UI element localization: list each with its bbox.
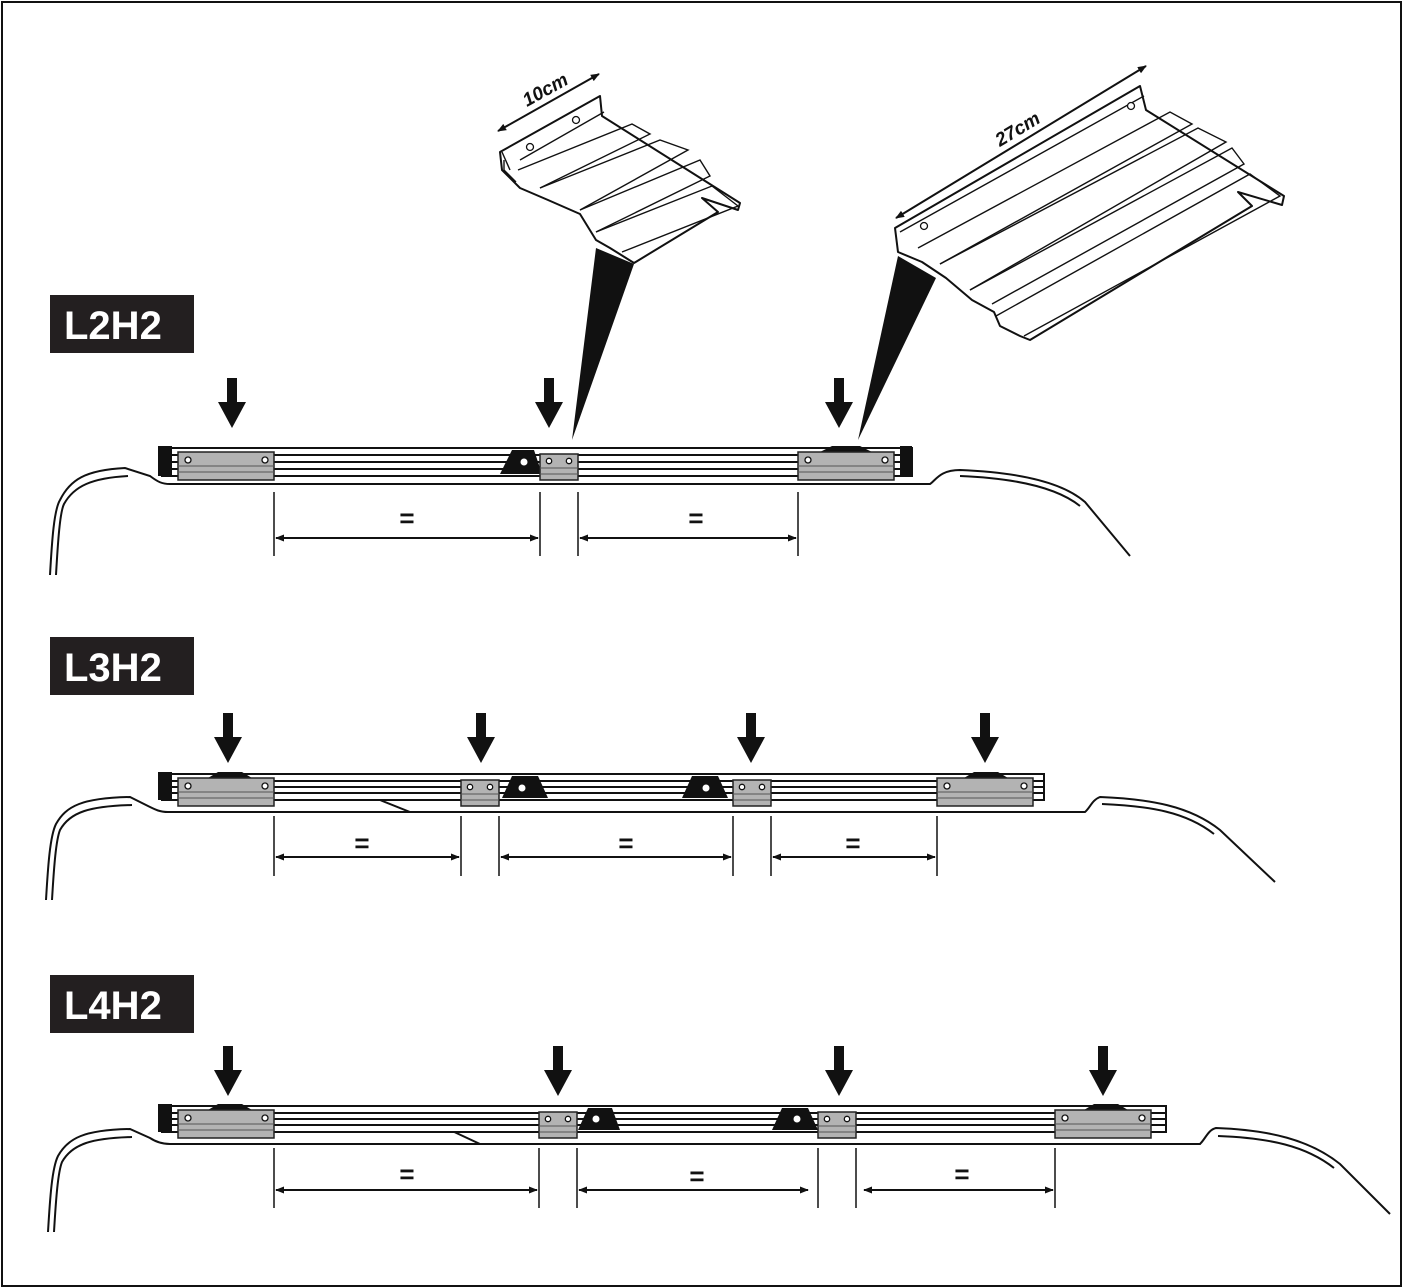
load-point-arrow [737, 713, 765, 763]
spacing-label: = [354, 828, 369, 858]
support-pad-small [538, 1111, 578, 1139]
load-point-arrow [1089, 1046, 1117, 1096]
support-pad-large [177, 1104, 275, 1139]
support-pad-large [1054, 1104, 1152, 1139]
load-point-arrow [467, 713, 495, 763]
small-profile-detail: 10cm [497, 69, 741, 264]
panel-label: L4H2 [64, 984, 162, 1028]
small-profile-pointer [572, 248, 634, 440]
support-pad-small [732, 779, 772, 807]
load-point-arrow [535, 378, 563, 428]
panel-label-box [50, 975, 194, 1033]
load-point-arrow [544, 1046, 572, 1096]
van-roof-outline [49, 466, 1131, 576]
large-profile-detail: 27cm [894, 65, 1285, 341]
panel-l2h2: L2H2 [49, 295, 1131, 576]
roof-rail [158, 1104, 1167, 1133]
van-roof-outline [45, 795, 1276, 901]
roof-rail [158, 772, 1045, 801]
support-pad-large [936, 772, 1034, 807]
spacing-label: = [954, 1159, 969, 1189]
support-pad-small [817, 1111, 857, 1139]
spacing-label: = [399, 503, 414, 533]
spacing-label: = [399, 1159, 414, 1189]
support-pad-small [539, 453, 579, 481]
load-point-arrow [825, 378, 853, 428]
support-pad-large [177, 772, 275, 807]
van-roof-outline [47, 1126, 1391, 1233]
support-pad-large [177, 451, 275, 481]
panel-label-box [50, 295, 194, 353]
spacing-label: = [689, 1161, 704, 1191]
spacing-label: = [845, 828, 860, 858]
panel-l3h2: L3H2 [45, 637, 1276, 901]
panel-label: L3H2 [64, 646, 162, 690]
load-point-arrow [971, 713, 999, 763]
load-point-arrow [218, 378, 246, 428]
spacing-label: = [688, 503, 703, 533]
panel-label: L2H2 [64, 304, 162, 348]
panel-label-box [50, 637, 194, 695]
load-point-arrow [214, 713, 242, 763]
load-point-arrow [214, 1046, 242, 1096]
large-profile-pointer [858, 256, 936, 440]
spacing-label: = [618, 828, 633, 858]
support-pad-small [460, 779, 500, 807]
panel-l4h2: L4H2 [47, 975, 1391, 1233]
load-point-arrow [825, 1046, 853, 1096]
support-pad-large [797, 446, 895, 481]
